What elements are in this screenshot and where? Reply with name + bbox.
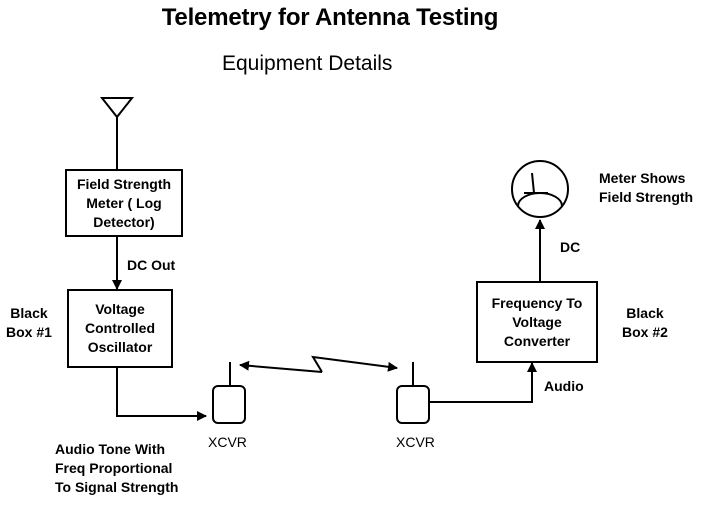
label-line: Meter Shows	[599, 170, 686, 186]
block-line: Oscillator	[87, 339, 153, 355]
xcvr-right-icon	[396, 362, 430, 424]
audio-label: Audio	[544, 378, 584, 394]
audio-arrow	[429, 362, 537, 403]
block-line: Converter	[503, 332, 571, 349]
block-line: Voltage	[512, 313, 562, 330]
block-line: Voltage	[95, 301, 145, 317]
xcvr-left-label: XCVR	[208, 434, 247, 450]
label-line: To Signal Strength	[55, 479, 179, 495]
meter-shows-label: Meter Shows Field Strength	[599, 169, 693, 207]
page-subtitle: Equipment Details	[222, 52, 393, 75]
analog-meter-icon	[511, 160, 569, 218]
label-line: Black	[626, 305, 664, 321]
black-box-1-label: Black Box #1	[6, 304, 52, 342]
vco-block: Voltage Controlled Oscillator	[67, 289, 173, 368]
audio-tone-label: Audio Tone With Freq Proportional To Sig…	[55, 440, 178, 497]
label-line: Field Strength	[599, 189, 694, 205]
black-box-2-label: Black Box #2	[622, 304, 668, 342]
label-line: Box #1	[6, 324, 52, 340]
block-line: Frequency To	[491, 294, 583, 311]
block-line: Field Strength	[76, 175, 172, 192]
block-line: Meter ( Log	[86, 194, 162, 211]
xcvr-right-label: XCVR	[396, 434, 435, 450]
label-line: Black	[10, 305, 48, 321]
frequency-to-voltage-block: Frequency To Voltage Converter	[476, 281, 598, 363]
dc-out-label: DC Out	[127, 257, 176, 273]
dc-label: DC	[560, 239, 581, 255]
audio-tone-arrow	[116, 367, 207, 421]
label-line: Audio Tone With	[55, 441, 166, 457]
field-strength-meter-block: Field Strength Meter ( Log Detector)	[65, 169, 183, 237]
xcvr-left-icon	[212, 362, 246, 424]
radio-link-icon	[239, 355, 398, 373]
label-line: Freq Proportional	[55, 460, 173, 476]
block-line: Controlled	[85, 320, 155, 336]
label-line: Box #2	[622, 324, 668, 340]
antenna-icon	[99, 97, 135, 170]
page-title: Telemetry for Antenna Testing	[161, 4, 499, 31]
block-line: Detector)	[93, 213, 155, 230]
